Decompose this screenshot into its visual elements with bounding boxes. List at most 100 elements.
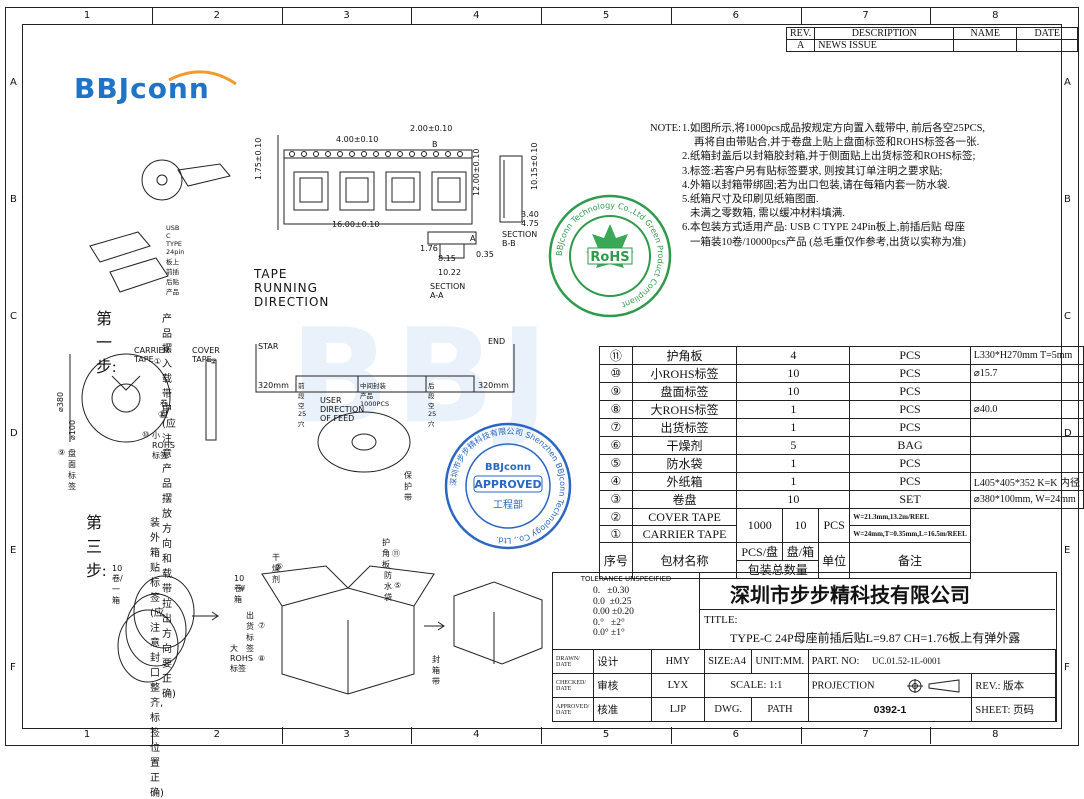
rohs-stamp: BBJconn Technology Co.,Ltd Green Product… — [548, 194, 672, 318]
rohs-stamp-graphic: BBJconn Technology Co.,Ltd Green Product… — [548, 194, 672, 318]
bom-cell-name: 小ROHS标签 — [631, 364, 738, 383]
note-line: 6.本包装方式适用产品: USB C TYPE 24Pin板上,前插后贴 母座 — [682, 222, 966, 234]
carrier-tape-label: CARRIER TAPE — [134, 346, 170, 364]
bom-cell: ① — [599, 525, 633, 543]
rev-head-rev: REV. — [785, 27, 816, 40]
pocket — [431, 171, 467, 211]
section-bb-label: SECTION B-B — [502, 230, 538, 248]
bom-cell: 1000 — [736, 508, 783, 543]
tolerance-row: 0.0 ±0.25 — [593, 596, 632, 607]
zone-divider — [541, 7, 542, 24]
zone-divider — [800, 7, 802, 24]
bom-cell-remark: ⌀380*100mm, W=24mm — [969, 490, 1084, 509]
zone-col-label: 2 — [213, 10, 220, 21]
zone-divider — [930, 727, 932, 744]
bom-cell: W=21.3mm,13.2m/REEL — [849, 508, 971, 526]
dim-label: 3.40 — [521, 210, 539, 219]
bom-cell-name: 干燥剂 — [631, 436, 738, 455]
logo-text: BBJconn — [74, 72, 210, 105]
approved-text: APPROVED — [474, 478, 541, 491]
title-block-table: DRAWN/ DATE 设计 HMY SIZE:A4 UNIT:MM. PART… — [551, 649, 1057, 722]
checked-label: CHECKED/ DATE — [551, 673, 595, 698]
zone-col-label: 2 — [213, 729, 220, 740]
approved-dept: 工程部 — [493, 498, 523, 511]
unit-cell: UNIT:MM. — [751, 649, 809, 674]
callout-7: ⑦ — [258, 621, 266, 630]
bom-cell-no: ⑦ — [599, 418, 633, 437]
zone-col-label: 1 — [83, 729, 91, 740]
bom-cell-remark: ⌀40.0 — [969, 400, 1084, 419]
callout-3: ③ — [158, 410, 166, 419]
zone-col-label: 8 — [992, 729, 999, 740]
rohs-center: RoHS — [590, 250, 629, 265]
rev-head-desc: DESCRIPTION — [814, 27, 955, 40]
callout-1: ① — [154, 357, 162, 366]
dim-label: 1.76 — [420, 244, 438, 253]
checked-name: LYX — [650, 673, 706, 698]
zone-col-label: 7 — [862, 729, 869, 740]
reel-3d — [317, 411, 411, 473]
tolerance-row: 0.° ±2° — [593, 617, 625, 628]
product-label: USB C TYPE 24pin板上前插后贴产品 — [166, 224, 185, 296]
bom-cell-no: ⑤ — [599, 454, 633, 473]
approved-label: APPROVED/ DATE — [551, 697, 595, 722]
zone-divider — [281, 727, 283, 744]
note-line: 1.如图所示,将1000pcs成品按规定方向置入载带中, 前后各空25PCS, — [682, 123, 986, 134]
zone-divider — [541, 727, 542, 744]
approved-stamp: 深圳市步步精科技有限公司 Shenzhen BBJconn Technology… — [444, 422, 572, 550]
bom-cell-name: 出货标签 — [631, 418, 738, 437]
rev-cell-tb: REV.: 版本 — [971, 673, 1056, 698]
step3-title: 第三步: — [86, 515, 107, 580]
zone-row-label: E — [1064, 545, 1071, 557]
callout-4: ④ — [238, 584, 246, 593]
zone-row-label: C — [1064, 310, 1071, 322]
corner-label: 护角板 — [382, 538, 390, 569]
zone-divider — [281, 7, 283, 24]
tolerance-row: 0.0° ±1° — [593, 628, 625, 638]
bom-cell-qty: 1 — [736, 472, 851, 491]
zone-col-label: 5 — [602, 10, 610, 21]
company-box: 深圳市步步精科技有限公司 — [700, 573, 1055, 610]
ten-reel-label: 10卷/一箱 — [112, 564, 123, 605]
cover-tape-label: COVER TAPE — [192, 346, 220, 364]
approved-brand: BBJconn — [485, 462, 531, 473]
bom-cell-remark — [969, 436, 1084, 455]
zone-row-label: E — [10, 545, 17, 557]
bom-cell-unit: PCS — [849, 418, 971, 437]
zone-divider — [151, 727, 153, 744]
bom-cell-no: ⑪ — [599, 346, 633, 365]
zone-col-label: 3 — [343, 729, 350, 740]
ship-label: 出货标签 — [246, 611, 254, 653]
bom-cell-remark — [969, 418, 1084, 437]
section-marker: B — [432, 140, 438, 149]
zone-col-label: 7 — [862, 10, 869, 21]
bom-cell-remark: L405*405*352 K=K 内径 — [969, 472, 1084, 491]
approved-name: LJP — [650, 697, 706, 722]
desiccant-label: 干燥剂 — [272, 553, 280, 584]
checked-role: 审核 — [593, 673, 652, 698]
note-line: 3.标签:若客户另有贴标签要求, 则按其订单注明之要求贴; — [682, 165, 943, 177]
bom-cell: PCS — [817, 508, 851, 543]
section-marker: A — [470, 234, 476, 243]
drawn-name: HMY — [650, 649, 706, 674]
tape-strip — [283, 149, 473, 225]
zone-divider — [151, 7, 153, 24]
zone-row-label: D — [10, 428, 18, 440]
reel-large — [81, 353, 171, 443]
zone-row-label: B — [1064, 193, 1071, 205]
callout-9: ⑨ — [58, 448, 66, 457]
drawing-title: TYPE-C 24P母座前插后贴L=9.87 CH=1.76板上有弹外露 — [730, 631, 1021, 645]
zone-divider — [930, 7, 932, 24]
tolerance-row: 0. ±0.30 — [593, 586, 630, 596]
tape-layout — [295, 375, 475, 393]
bom-cell-remark: ⌀15.7 — [969, 364, 1084, 383]
zone-divider — [670, 7, 672, 24]
dim-label: 4.75 — [521, 219, 539, 228]
bom-cell-unit: PCS — [849, 400, 971, 419]
zone-row-label: F — [10, 662, 16, 674]
bom-cell-unit: PCS — [849, 346, 971, 365]
part-cell: PART. NO: UC.01.52-1L-0001 — [807, 649, 1057, 674]
bom-cell-qty: 4 — [736, 346, 851, 365]
note-line: 未满之零数箱, 需以缓冲材料填满. — [690, 208, 845, 220]
